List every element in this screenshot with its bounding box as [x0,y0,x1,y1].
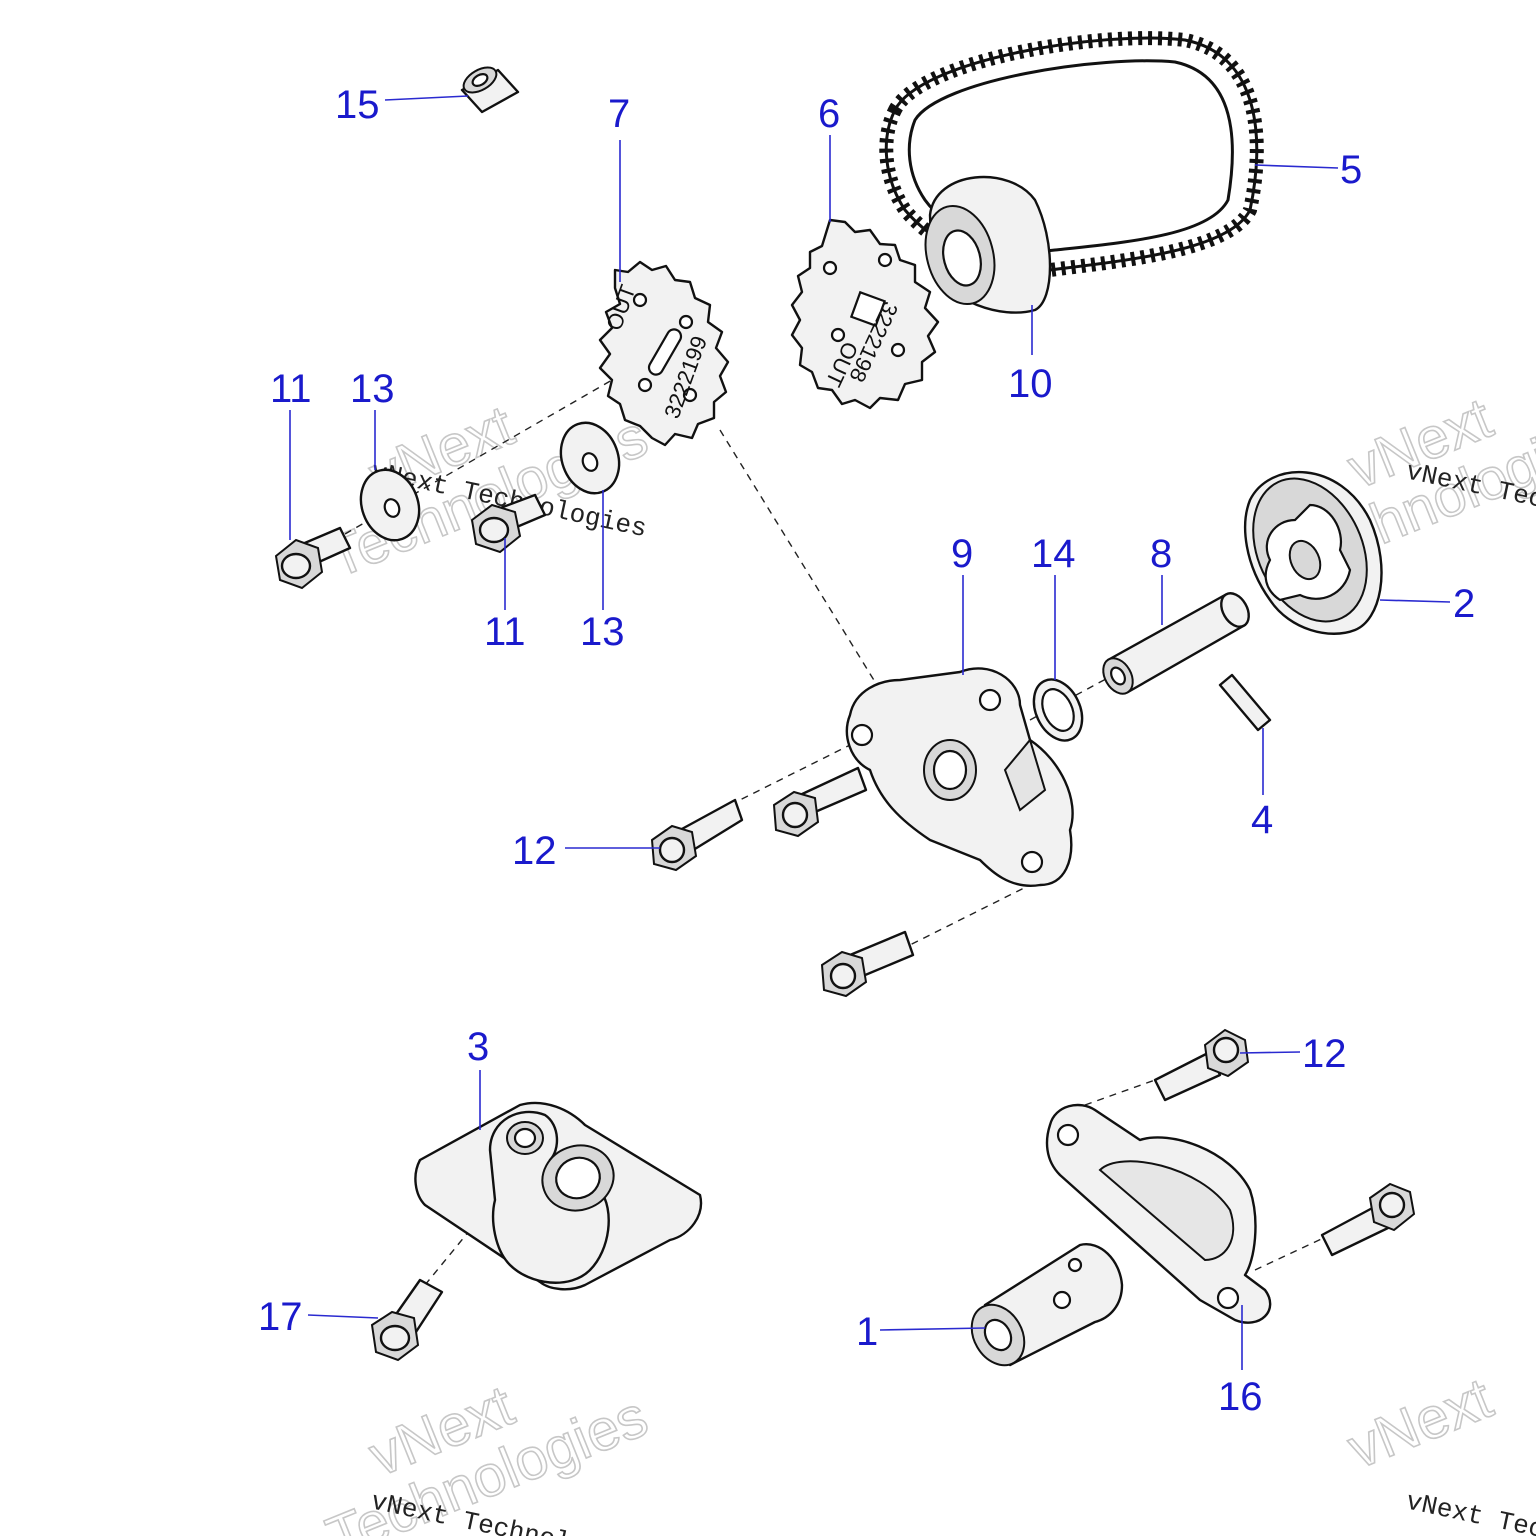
callout-5: 5 [1340,148,1362,192]
callout-3: 3 [467,1025,489,1069]
part-6-sprocket: 3222198 OUT [790,218,940,410]
callout-15: 15 [335,83,380,127]
part-9-pump-housing [845,667,1074,887]
part-3-oil-strainer [414,1101,703,1291]
callout-10: 10 [1008,362,1053,406]
callout-1: 1 [856,1310,878,1354]
part-16-pump-cover [1045,1103,1272,1324]
part-2-pump-rotor [1244,470,1383,635]
part-12-bolt-c [820,930,915,998]
part-1-relief-valve [970,1243,1124,1367]
watermark-large-7: vNext [1339,1365,1501,1481]
leader-lines [289,95,1451,1370]
part-7-sprocket: OUT 3222199 [598,260,730,447]
watermark-small-4: vNext Technologies [1403,1486,1536,1536]
callout-6: 6 [818,92,840,136]
callout-11-top: 11 [270,367,312,411]
part-12-bolt-d [1153,1028,1250,1102]
part-13-washer-left [359,468,421,542]
callout-16: 16 [1218,1375,1263,1419]
part-10-chain-roller [924,175,1052,314]
part-5-drive-chain [879,31,1264,279]
part-17-strainer-bolt [370,1278,444,1362]
callout-17: 17 [258,1295,303,1339]
part-14-o-ring [1032,678,1084,742]
part-8-pump-shaft [1102,592,1250,695]
callout-12-housing: 12 [512,829,557,873]
callout-13-bottom: 13 [580,610,625,654]
callout-7: 7 [608,92,630,136]
callout-4: 4 [1251,798,1273,842]
part-4-pin [1218,673,1272,732]
callout-labels: 15 7 6 5 10 11 13 11 13 9 14 8 2 4 12 3 … [258,83,1475,1419]
callout-14: 14 [1031,532,1076,576]
part-12-bolt-a [650,798,744,872]
callout-11-bottom: 11 [484,610,526,654]
part-13-washer-right [559,421,621,495]
callout-2: 2 [1453,582,1475,626]
callout-8: 8 [1150,532,1172,576]
callout-13-top: 13 [350,367,395,411]
callout-12-cover: 12 [1302,1032,1347,1076]
callout-9: 9 [951,532,973,576]
part-11-bolt-left [274,526,352,590]
part-12-bolt-e [1320,1182,1416,1257]
part-15-dowel-sleeve [460,66,520,114]
part-12-bolt-b [772,766,868,838]
part-11-bolt-right [470,493,547,554]
